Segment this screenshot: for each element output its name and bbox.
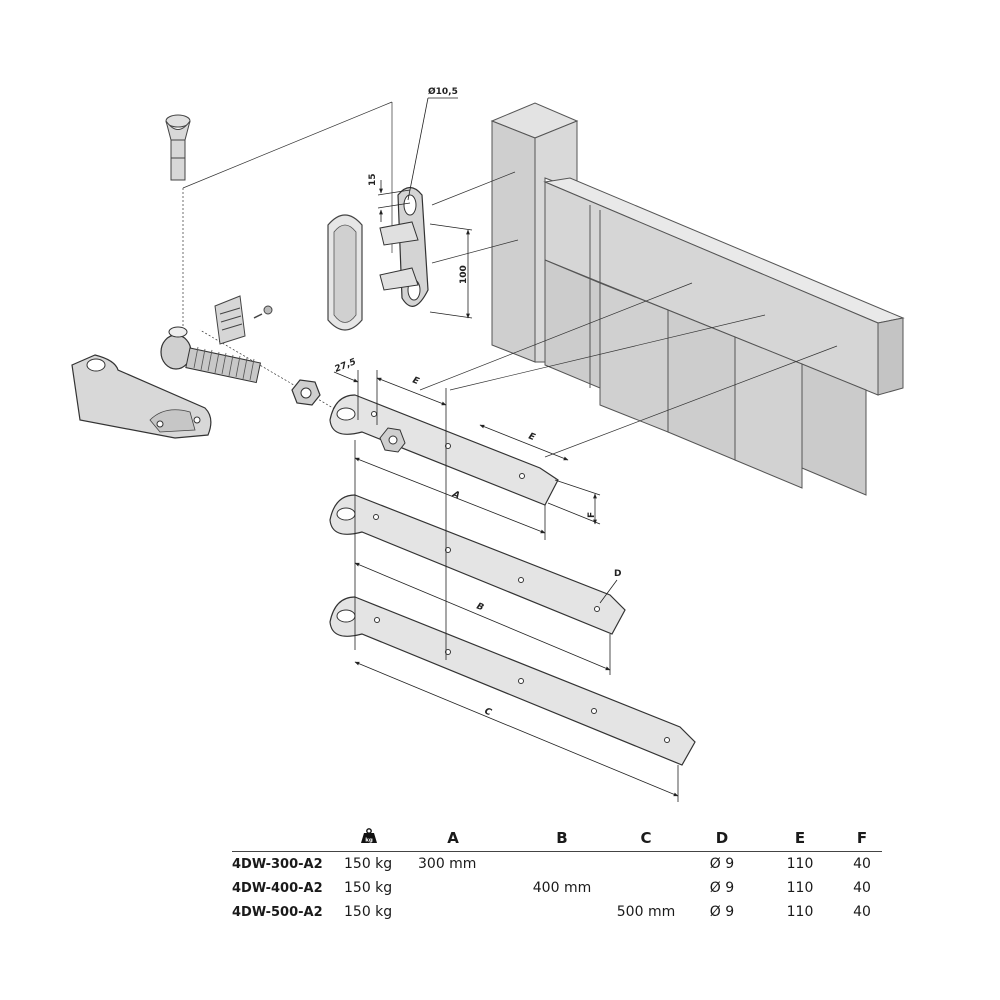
header-f: F bbox=[856, 829, 868, 847]
header-weight: kg bbox=[344, 828, 418, 852]
table-row: 4DW-300-A2 150 kg 300 mm Ø 9 110 40 bbox=[232, 852, 882, 877]
wood-screw-clip bbox=[214, 295, 273, 345]
leader-lines bbox=[182, 101, 838, 458]
row-id: 4DW-300-A2 bbox=[232, 856, 323, 872]
header-a: A bbox=[447, 829, 459, 847]
header-article bbox=[232, 828, 344, 852]
row-b: 400 mm bbox=[532, 880, 592, 896]
row-f: 40 bbox=[853, 904, 871, 920]
strap-long bbox=[329, 596, 696, 766]
row-c bbox=[606, 876, 686, 900]
row-a bbox=[418, 900, 518, 924]
label-100: 100 bbox=[459, 265, 469, 284]
row-e: 110 bbox=[786, 856, 814, 872]
row-c bbox=[606, 852, 686, 877]
label-f: F bbox=[587, 512, 597, 518]
row-id: 4DW-500-A2 bbox=[232, 904, 323, 920]
row-f: 40 bbox=[853, 880, 871, 896]
label-15: 15 bbox=[368, 173, 378, 186]
label-e-right: E bbox=[527, 432, 537, 444]
weight-icon-text: kg bbox=[365, 838, 373, 844]
header-c: C bbox=[640, 829, 652, 847]
row-e: 110 bbox=[786, 880, 814, 896]
row-weight: 150 kg bbox=[344, 856, 393, 872]
strap-short bbox=[329, 394, 559, 506]
label-c: C bbox=[483, 707, 493, 719]
header-d: D bbox=[715, 829, 729, 847]
weight-icon: kg bbox=[361, 828, 377, 844]
row-d: Ø 9 bbox=[709, 880, 735, 896]
row-id: 4DW-400-A2 bbox=[232, 880, 323, 896]
row-a: 300 mm bbox=[418, 856, 477, 872]
row-b bbox=[518, 852, 606, 877]
row-weight: 150 kg bbox=[344, 880, 393, 896]
gate-boards bbox=[599, 282, 867, 496]
carriage-bolt bbox=[165, 114, 191, 181]
label-b: B bbox=[475, 602, 485, 614]
header-b: B bbox=[556, 829, 568, 847]
row-d: Ø 9 bbox=[709, 904, 735, 920]
label-27-5: 27,5 bbox=[333, 357, 357, 375]
row-c: 500 mm bbox=[616, 904, 676, 920]
row-e: 110 bbox=[786, 904, 814, 920]
row-a bbox=[418, 876, 518, 900]
table-row: 4DW-500-A2 150 kg 500 mm Ø 9 110 40 bbox=[232, 900, 882, 924]
spec-table: kg A B C D E F 4DW-300-A2 150 kg 300 mm … bbox=[232, 828, 882, 924]
gate-frame bbox=[543, 177, 905, 396]
row-f: 40 bbox=[853, 856, 871, 872]
wall-mount-plate bbox=[327, 214, 363, 331]
table-header-row: kg A B C D E F bbox=[232, 828, 882, 852]
label-diameter: Ø10,5 bbox=[428, 86, 458, 97]
label-e-upper: E bbox=[411, 376, 421, 388]
hinge-pin-bolt bbox=[160, 326, 262, 384]
label-a: A bbox=[450, 489, 461, 501]
weld-on-bracket bbox=[71, 354, 212, 439]
table-row: 4DW-400-A2 150 kg 400 mm Ø 9 110 40 bbox=[232, 876, 882, 900]
dimension-lines bbox=[333, 97, 679, 802]
row-b bbox=[518, 900, 606, 924]
row-weight: 150 kg bbox=[344, 904, 393, 920]
row-d: Ø 9 bbox=[709, 856, 735, 872]
hinge-nut bbox=[291, 379, 321, 406]
label-d: D bbox=[614, 569, 621, 579]
hinge-bracket bbox=[379, 186, 429, 307]
header-e: E bbox=[794, 829, 806, 847]
